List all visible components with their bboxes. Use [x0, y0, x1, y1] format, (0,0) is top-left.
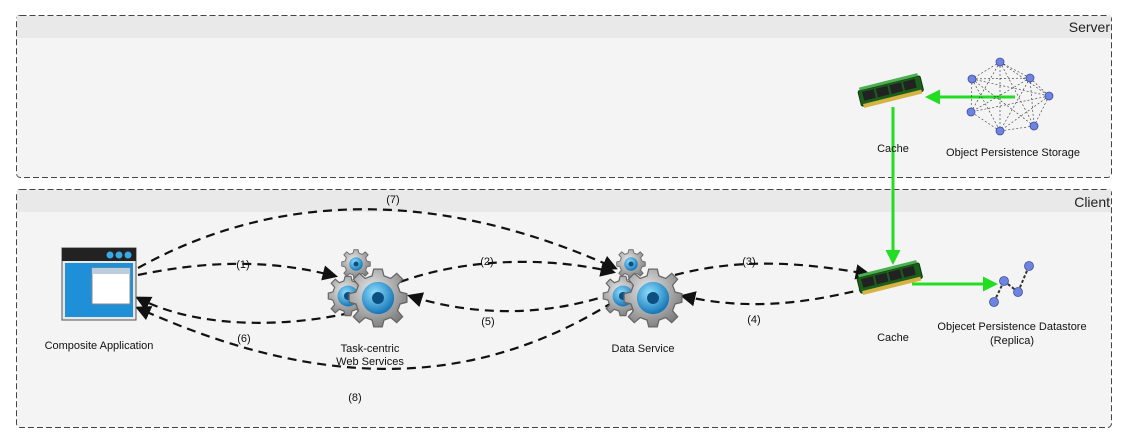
flow-label-3: (3) — [742, 256, 755, 268]
flow-arrow-1 — [137, 262, 338, 281]
flow-arrows — [135, 208, 872, 370]
flow-arrow-4 — [679, 286, 869, 307]
server-cache-label: Cache — [877, 143, 909, 155]
flow-arrow-8 — [135, 301, 614, 370]
flow-label-5: (5) — [481, 316, 494, 328]
client-zone: Client — [16, 189, 1112, 428]
flow-label-7: (7) — [386, 194, 399, 206]
sync-arrows — [885, 89, 1015, 292]
flow-arrow-7 — [137, 208, 618, 270]
data-service-label: Data Service — [612, 343, 675, 355]
flow-label-2: (2) — [480, 256, 493, 268]
composite-application-label: Composite Application — [45, 340, 154, 352]
client-cache-label: Cache — [877, 332, 909, 344]
replica-label-line2: (Replica) — [990, 335, 1034, 347]
server-zone-title: Server — [1069, 19, 1111, 35]
replica-label-line1: Objecet Persistence Datastore — [937, 321, 1086, 333]
flow-arrow-3 — [674, 262, 872, 280]
flow-arrow-5 — [407, 292, 613, 313]
flow-arrow-2 — [399, 260, 616, 284]
flow-label-6: (6) — [237, 333, 250, 345]
task-services-label-line1: Task-centric — [341, 343, 400, 355]
replica-datastore-icon — [989, 261, 1034, 307]
flow-label-8: (8) — [348, 392, 361, 404]
object-storage-label: Object Persistence Storage — [946, 147, 1080, 159]
object-storage-network-icon — [966, 57, 1054, 136]
flow-label-4: (4) — [747, 314, 760, 326]
client-zone-title: Client — [1074, 194, 1110, 210]
flow-label-1: (1) — [236, 259, 249, 271]
task-services-label-line2: Web Services — [336, 356, 404, 368]
composite-application-icon — [61, 247, 137, 321]
server-zone: Server — [16, 15, 1112, 178]
